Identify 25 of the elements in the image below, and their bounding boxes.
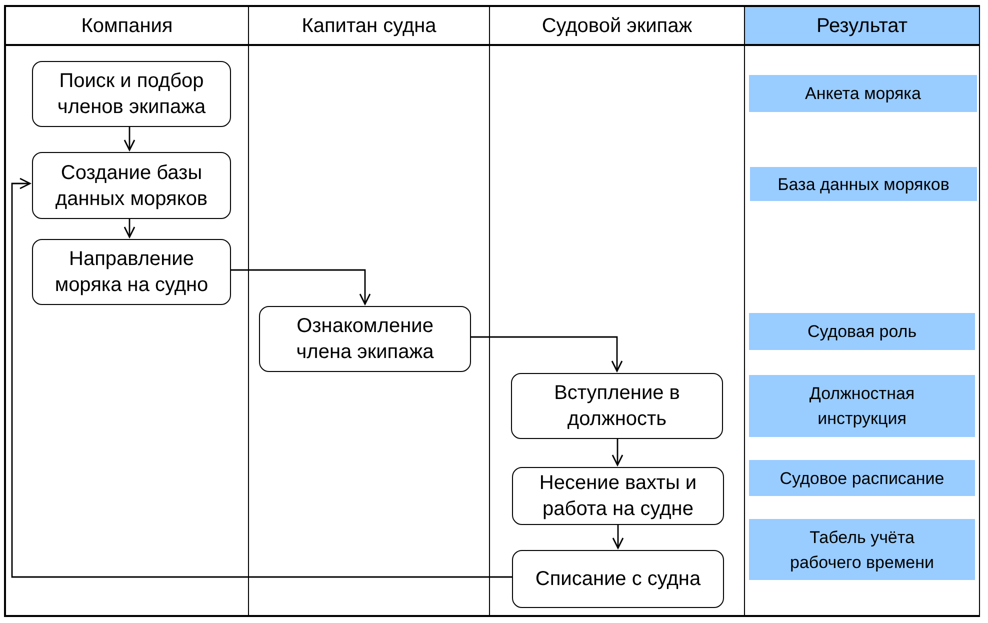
result-box: База данных моряков xyxy=(750,167,977,201)
lane-header: Результат xyxy=(745,7,979,46)
swimlane xyxy=(745,5,980,617)
result-box: Табель учёта рабочего времени xyxy=(749,519,975,580)
arrow xyxy=(124,217,136,238)
result-box: Должностная инструкция xyxy=(749,375,975,437)
swimlane xyxy=(249,5,490,617)
process-box: Списание с судна xyxy=(512,550,724,608)
arrow xyxy=(229,269,371,305)
swimlane xyxy=(490,5,745,617)
process-box: Вступление в должность xyxy=(511,373,723,439)
result-box: Судовая роль xyxy=(749,313,975,350)
process-box: Направление моряка на судно xyxy=(32,239,231,305)
process-box: Поиск и подбор членов экипажа xyxy=(32,61,231,127)
arrow xyxy=(11,178,512,578)
arrow xyxy=(612,523,624,549)
process-box: Ознакомление члена экипажа xyxy=(259,306,471,372)
process-box: Создание базы данных моряков xyxy=(32,152,231,219)
result-box: Анкета моряка xyxy=(749,75,977,112)
arrow xyxy=(471,336,623,372)
result-box: Судовое расписание xyxy=(749,460,975,496)
process-box: Несение вахты и работа на судне xyxy=(512,467,724,525)
arrow xyxy=(124,125,136,151)
swimlane xyxy=(4,5,249,617)
arrow xyxy=(612,437,624,466)
